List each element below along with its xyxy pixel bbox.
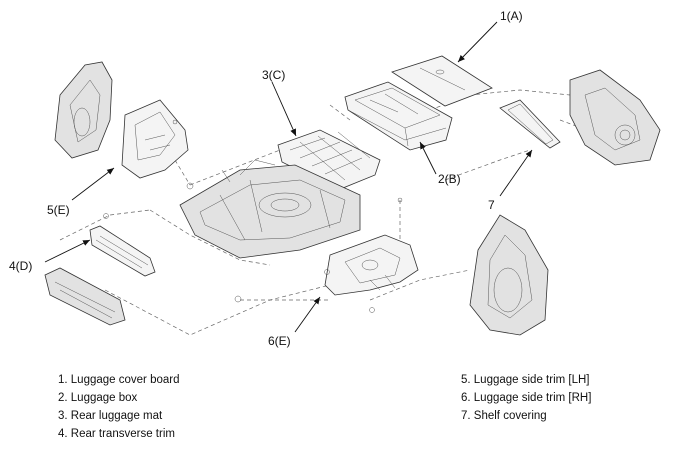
rear-transverse-trim	[89, 225, 156, 277]
callout-1: 1(A)	[500, 9, 523, 23]
callout-7: 7	[488, 198, 495, 212]
right-wheelhouse-body-panel	[469, 214, 549, 336]
legend-item-4: 4. Rear transverse trim	[58, 428, 175, 440]
legend-item-6: 6. Luggage side trim [RH]	[461, 392, 592, 404]
callout-3: 3(C)	[262, 68, 285, 82]
rear-bumper-bracket	[44, 267, 126, 326]
legend-item-5: 5. Luggage side trim [LH]	[461, 374, 590, 386]
callout-6: 6(E)	[268, 334, 291, 348]
legend-item-1: 1. Luggage cover board	[58, 374, 180, 386]
floor-body-panel	[179, 159, 361, 259]
legend-item-2: 2. Luggage box	[58, 392, 138, 404]
callout-5: 5(E)	[47, 203, 70, 217]
legend-item-7: 7. Shelf covering	[461, 410, 547, 422]
luggage-side-trim-lh	[121, 99, 189, 179]
legend-item-3: 3. Rear luggage mat	[58, 410, 163, 422]
fastener-clips	[103, 119, 403, 313]
right-rear-body-panel	[569, 69, 661, 166]
callout-4: 4(D)	[9, 259, 32, 273]
shelf-covering	[499, 99, 561, 149]
left-quarter-body-panel	[54, 61, 113, 159]
luggage-cover-board	[391, 55, 493, 107]
luggage-side-trim-rh	[324, 234, 419, 296]
callout-2: 2(B)	[438, 172, 461, 186]
rear-luggage-mat	[277, 129, 381, 191]
leader-arrows	[44, 21, 533, 333]
luggage-box	[344, 81, 453, 151]
